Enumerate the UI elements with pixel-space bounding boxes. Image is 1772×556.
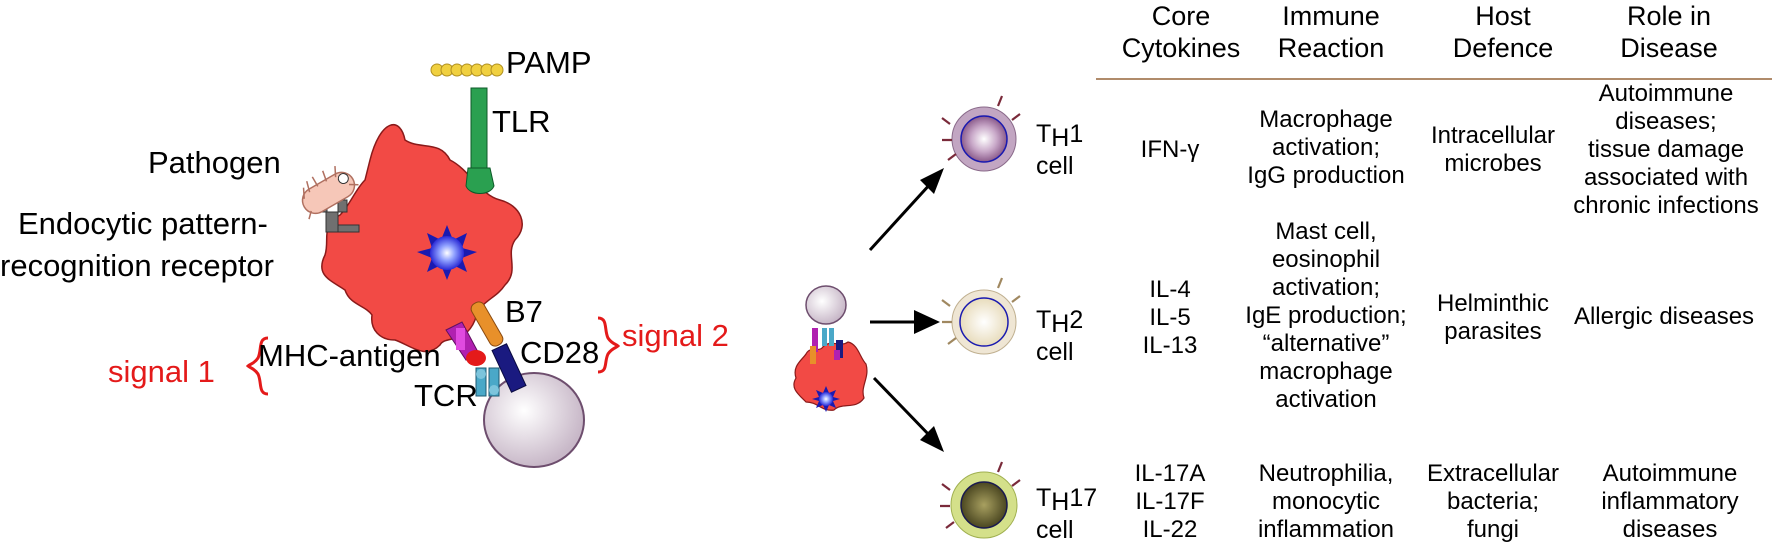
signal1-brace: [245, 336, 269, 396]
signal2-brace: [597, 316, 621, 374]
th17-disease: Autoimmune inflammatory diseases: [1601, 460, 1739, 543]
cd28-label: CD28: [520, 335, 600, 370]
pathogen-icon: [301, 166, 359, 220]
th17-label: TH17 cell: [1036, 484, 1098, 544]
th17-cytokines: IL-17A IL-17F IL-22: [1134, 460, 1206, 543]
pamp-molecule: [430, 63, 504, 77]
th2-cytokines: IL-4 IL-5 IL-13: [1142, 276, 1198, 359]
pamp-label: PAMP: [506, 45, 592, 80]
th2-cell: [941, 277, 1021, 355]
signal2-label: signal 2: [622, 318, 729, 353]
t-cell: [483, 372, 585, 468]
th1-disease: Autoimmune diseases; tissue damage assoc…: [1573, 80, 1759, 219]
tcr-receptor: [475, 367, 500, 397]
mhc-antigen-complex: [445, 321, 486, 366]
th2-defence: Helminthic parasites: [1436, 290, 1550, 345]
header-disease: Role in Disease: [1620, 1, 1718, 63]
dendritic-cell: [321, 123, 523, 353]
tlr-label: TLR: [492, 104, 551, 139]
b7-molecule: [470, 301, 504, 347]
header-defence: Host Defence: [1452, 1, 1554, 63]
th1-cytokines: IFN-γ: [1140, 136, 1200, 163]
small-t-cell: [805, 285, 847, 364]
th2-reaction: Mast cell, eosinophil activation; IgE pr…: [1245, 218, 1407, 413]
tcr-label: TCR: [414, 378, 478, 413]
th1-defence: Intracellular microbes: [1430, 122, 1556, 177]
header-reaction: Immune Reaction: [1277, 1, 1385, 63]
th1-label: TH1 cell: [1036, 120, 1084, 180]
th17-reaction: Neutrophilia, monocytic inflammation: [1257, 460, 1395, 543]
th17-defence: Extracellular bacteria; fungi: [1426, 460, 1560, 543]
mhc-antigen-label: MHC-antigen: [258, 338, 441, 373]
b7-label: B7: [505, 294, 543, 329]
receptor-label-line2: recognition receptor: [0, 248, 274, 283]
th2-label: TH2 cell: [1036, 306, 1084, 366]
receptor-label-line1: Endocytic pattern-: [18, 206, 268, 241]
pathogen-label: Pathogen: [148, 145, 281, 180]
signal1-label: signal 1: [108, 354, 215, 389]
header-cytokines: Core Cytokines: [1121, 1, 1241, 63]
th17-cell: [940, 461, 1021, 539]
tlr-receptor: [465, 87, 495, 194]
cd28-molecule: [491, 343, 527, 393]
th2-disease: Allergic diseases: [1573, 303, 1755, 330]
small-dendritic-cell: [793, 341, 868, 412]
th1-reaction: Macrophage activation; IgG production: [1247, 106, 1405, 189]
arrows: [868, 168, 944, 452]
th1-cell: [941, 95, 1021, 172]
